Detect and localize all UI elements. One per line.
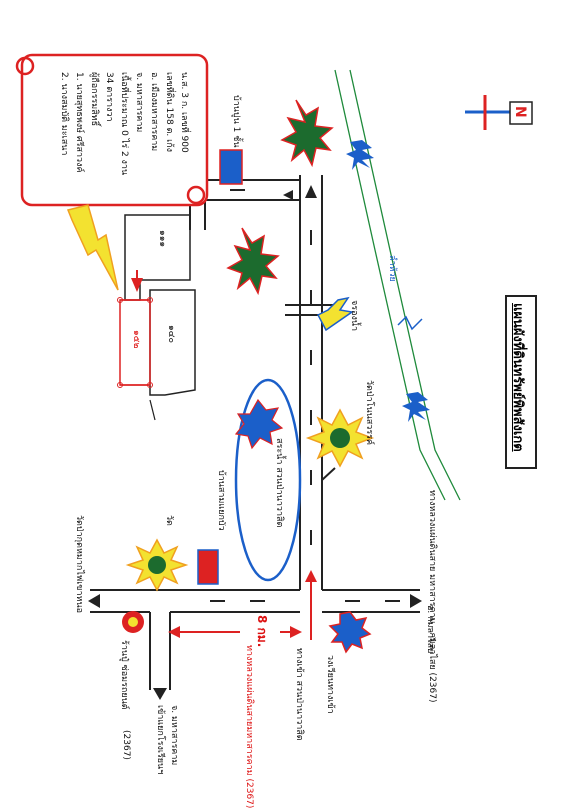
water-symbol-icon (402, 392, 430, 422)
label-distance-road: ทางหลวงแผ่นดินสายมหาสารคาม (2367) (244, 645, 254, 808)
label-highway-code: (2367) (121, 730, 131, 760)
label-water-pipe: จรองน้ำ (349, 300, 359, 332)
info-line: 1. นายสุทธพงษ์ ศรีสาวงค์ (74, 72, 84, 173)
park-star-icon (234, 398, 284, 450)
lightning-icon (66, 204, 119, 291)
park-area (234, 378, 302, 582)
info-line: 34 ตารางวา (104, 72, 114, 122)
info-line: อ. เมืองมหาสารคาม (149, 72, 159, 152)
north-label: N (512, 106, 528, 118)
arrow-up-icon (305, 185, 317, 198)
house-icon (197, 549, 219, 585)
label-distance: 8 กม. (255, 615, 269, 648)
label-shop: ร้านปู๋ ซ่อมรถยนต์ (119, 640, 129, 710)
water-symbol-icon (346, 140, 374, 170)
info-line: จ. มหาสารคาม (134, 72, 144, 133)
label-plot-111: ๑๑๑ (157, 230, 167, 248)
label-canal: ลำห้วย (387, 255, 397, 282)
canal-flow-icon (397, 315, 423, 331)
house-icon (219, 149, 243, 185)
info-line: เนื้อที่ประมาณ 0 ไร่ 2 งาน (119, 72, 129, 176)
info-line: น.ส. 3 ก. เลขที่ 900 (179, 72, 189, 153)
label-mahasarakham: จ. มหาสารคาม (169, 705, 179, 766)
info-line: 2. นางสมบัติ มะเสนา (59, 72, 69, 156)
side-road (189, 179, 300, 230)
arrow-right-icon (410, 594, 422, 608)
landmark-star-icon (226, 227, 280, 296)
label-to-kamalasai: อ. กมลาไสย (425, 605, 435, 654)
label-junction: วงเวียนทางเข้า (325, 655, 335, 714)
label-gate: ทางเข้า สวนป่านาวาสิต (294, 648, 304, 741)
arrow-down-icon (153, 688, 167, 700)
info-box-frame (20, 53, 209, 207)
arrow-down-icon (131, 278, 143, 292)
arrow-left-icon (283, 190, 293, 200)
label-plot-b: ๑๕๒ (131, 330, 141, 349)
canal-bank-right (349, 69, 461, 501)
label-temple-1: วัดป่าโนนสวรรค์ (364, 380, 374, 446)
label-park: สระน้ำ สวนป่านาวาสิต (274, 438, 284, 528)
turn-arrow-icon (321, 467, 336, 481)
label-ban-han: บ้านสามแยกบัว (216, 470, 226, 531)
map-title-box: แผนผังที่ดินทรัพย์พิพสังเกต (505, 295, 537, 469)
arrow-left-icon (88, 594, 100, 608)
info-line: ผู้ถือกรรมสิทธิ์ (89, 72, 99, 127)
info-box: น.ส. 3 ก. เลขที่ 900 เลขที่ดิน 158 ต. เก… (59, 72, 191, 175)
label-temple-2: วัด (164, 515, 174, 526)
info-line: เลขที่ดิน 158 ต. เก้ง (164, 72, 174, 153)
label-to-school: เข้าแยกโรงเรียนฯ (155, 705, 165, 775)
lightning-icon (316, 296, 354, 332)
label-ban-pun: บ้านปูน 1 ชั้น (231, 95, 241, 148)
map-title: แผนผังที่ดินทรัพย์พิพสังเกต (510, 303, 525, 452)
landmark-star-icon (280, 99, 334, 168)
label-road-main: ทางหลวงแผ่นดินสาย มหาสารคาม - กมลาไสย (2… (427, 490, 437, 703)
label-temple-3: วัดป่ากุดหมากไฟเขาหนอ (74, 515, 84, 613)
label-plot-a: ๑๔๐ (166, 325, 176, 344)
junction-star-icon (328, 611, 372, 654)
plot-outline (124, 214, 191, 301)
